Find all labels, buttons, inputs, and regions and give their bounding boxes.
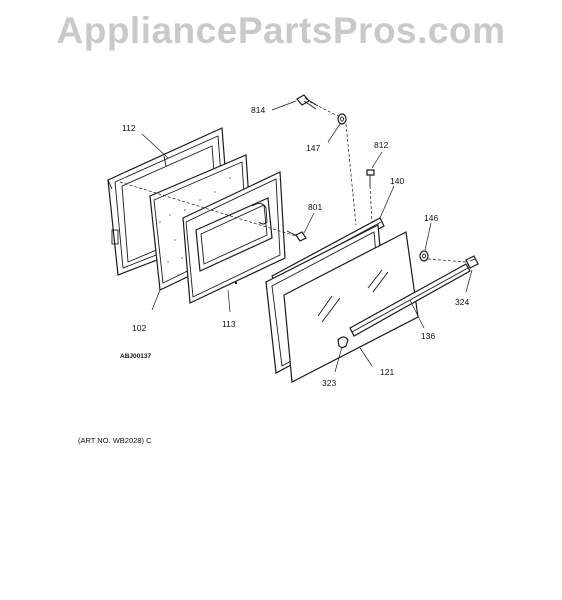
callout-812: 812 — [374, 140, 388, 150]
callout-113: 113 — [222, 319, 236, 329]
part-323-clip — [337, 336, 349, 349]
part-801-screw — [286, 230, 307, 242]
part-812-screw — [366, 169, 375, 186]
part-324-end-cap — [465, 255, 479, 269]
diagram-code: ABJ00137 — [120, 353, 152, 360]
callout-121: 121 — [380, 367, 394, 377]
callout-102: 102 — [132, 323, 146, 333]
watermark-text: AppliancePartsPros.com — [56, 10, 506, 51]
callout-324: 324 — [455, 297, 469, 307]
art-number-note: (ART NO. WB2028) C — [78, 436, 152, 445]
part-121-outer-glass — [283, 231, 419, 383]
leader-lines — [119, 100, 473, 373]
callout-814: 814 — [251, 105, 265, 115]
part-113-inner-panel — [182, 171, 286, 304]
callout-140: 140 — [390, 176, 404, 186]
part-814-screw — [296, 94, 319, 110]
part-147-washer — [337, 113, 347, 125]
callout-147: 147 — [306, 143, 320, 153]
callout-112: 112 — [122, 123, 136, 133]
callout-136: 136 — [421, 331, 435, 341]
callout-801: 801 — [308, 202, 322, 212]
callout-146: 146 — [424, 213, 438, 223]
callout-323: 323 — [322, 378, 336, 388]
part-146-washer — [419, 250, 429, 262]
